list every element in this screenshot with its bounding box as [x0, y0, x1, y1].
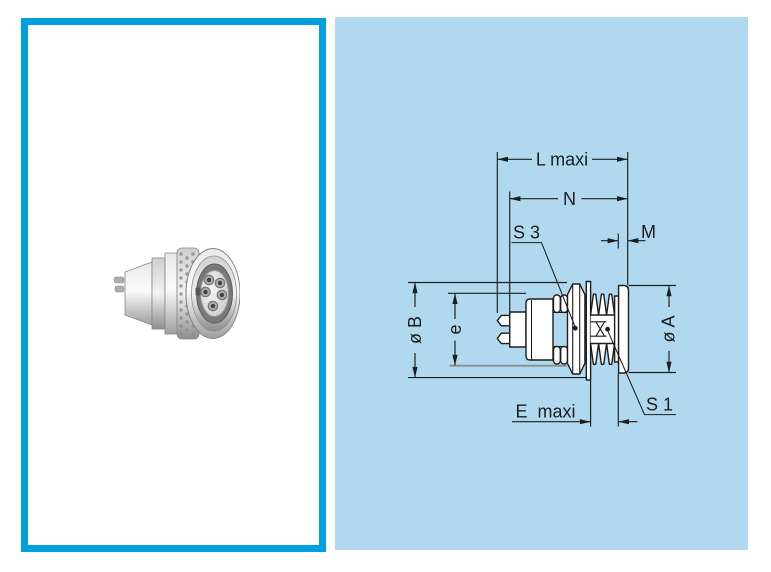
solder-contact-bottom	[496, 332, 512, 345]
dim-label-s1: S 1	[646, 395, 673, 415]
front-thread	[589, 293, 616, 365]
contact-block	[509, 311, 527, 348]
dim-label-dia-b: ø B	[405, 316, 425, 344]
key-notch	[195, 287, 201, 296]
dim-label-s3: S 3	[513, 223, 540, 243]
dim-dia-a: ø A	[658, 285, 678, 373]
dim-dia-b: ø B	[405, 282, 425, 378]
dim-label-m: M	[641, 222, 656, 242]
dim-label-dia-a: ø A	[658, 315, 678, 342]
dimension-drawing: L maxi N M ø B	[405, 150, 678, 427]
dim-l-maxi: L maxi	[497, 150, 628, 170]
dim-e: e	[445, 293, 465, 366]
front-flange	[617, 284, 630, 374]
connector-photo	[113, 247, 240, 340]
dim-label-n: N	[563, 189, 576, 209]
callout-s3: S 3	[511, 223, 578, 331]
connector-body	[525, 298, 554, 361]
dim-label-l-maxi: L maxi	[536, 150, 588, 170]
solder-contact-top	[496, 314, 512, 327]
dim-n: N	[509, 189, 628, 209]
extension-lines	[408, 152, 676, 427]
dim-m: M	[601, 222, 656, 244]
connector-rear-body	[124, 252, 178, 335]
washer	[585, 280, 592, 381]
technical-drawing-panel: L maxi N M ø B	[335, 17, 748, 550]
dim-label-e: e	[445, 324, 465, 334]
callout-s1: S 1	[605, 326, 676, 416]
dim-label-e-maxi: E maxi	[515, 402, 575, 422]
dim-e-maxi: E maxi	[512, 402, 638, 425]
contact-sockets	[200, 274, 228, 312]
rear-thread	[552, 294, 569, 365]
connector-front-face	[185, 248, 240, 339]
product-photo-panel	[21, 18, 326, 552]
solder-pins-photo	[113, 276, 125, 293]
